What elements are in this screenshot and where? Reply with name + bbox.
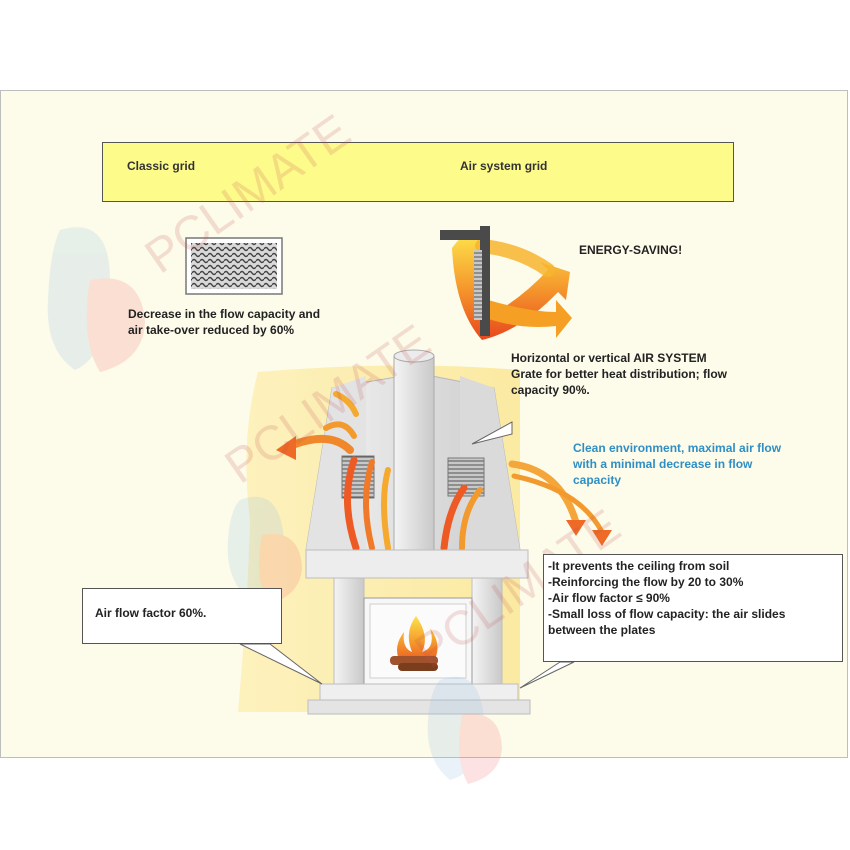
- callout-left-text: Air flow factor 60%.: [95, 606, 207, 620]
- benefit-line: -Reinforcing the flow by 20 to 30%: [548, 575, 744, 589]
- air-system-grid-label: Air system grid: [460, 159, 548, 173]
- arrow-heads: [276, 436, 612, 546]
- clean-environment-note: Clean environment, maximal air flow with…: [573, 441, 782, 487]
- air-flow-factor-callout: Air flow factor 60%.: [82, 588, 282, 644]
- air-system-grid-icon: [440, 226, 572, 340]
- energy-saving-label: ENERGY-SAVING!: [579, 243, 683, 257]
- air-system-description: Horizontal or vertical AIR SYSTEM Grate …: [511, 351, 728, 397]
- benefit-line: -Small loss of flow capacity: the air sl…: [548, 607, 786, 621]
- right-pillar: [471, 577, 503, 687]
- chimney-pipe: [393, 349, 435, 553]
- watermark-logo: [47, 227, 502, 784]
- header-bar: Classic grid Air system grid: [102, 142, 734, 202]
- classic-grid-icon: [185, 237, 283, 295]
- classic-grid-label: Classic grid: [127, 159, 196, 173]
- benefits-callout: -It prevents the ceiling from soil -Rein…: [543, 554, 843, 662]
- callout-pointers: [239, 421, 575, 689]
- mantel-shelf: [305, 549, 529, 579]
- fire-icon: [390, 616, 438, 671]
- heat-flow-arrows: [286, 391, 605, 552]
- benefit-line: between the plates: [548, 623, 656, 637]
- benefit-line: -Air flow factor ≤ 90%: [548, 591, 670, 605]
- hearth-base: [319, 683, 519, 701]
- classic-grid-description: Decrease in the flow capacity and air ta…: [128, 307, 321, 337]
- benefit-line: -It prevents the ceiling from soil: [548, 559, 730, 573]
- left-pillar: [333, 577, 365, 687]
